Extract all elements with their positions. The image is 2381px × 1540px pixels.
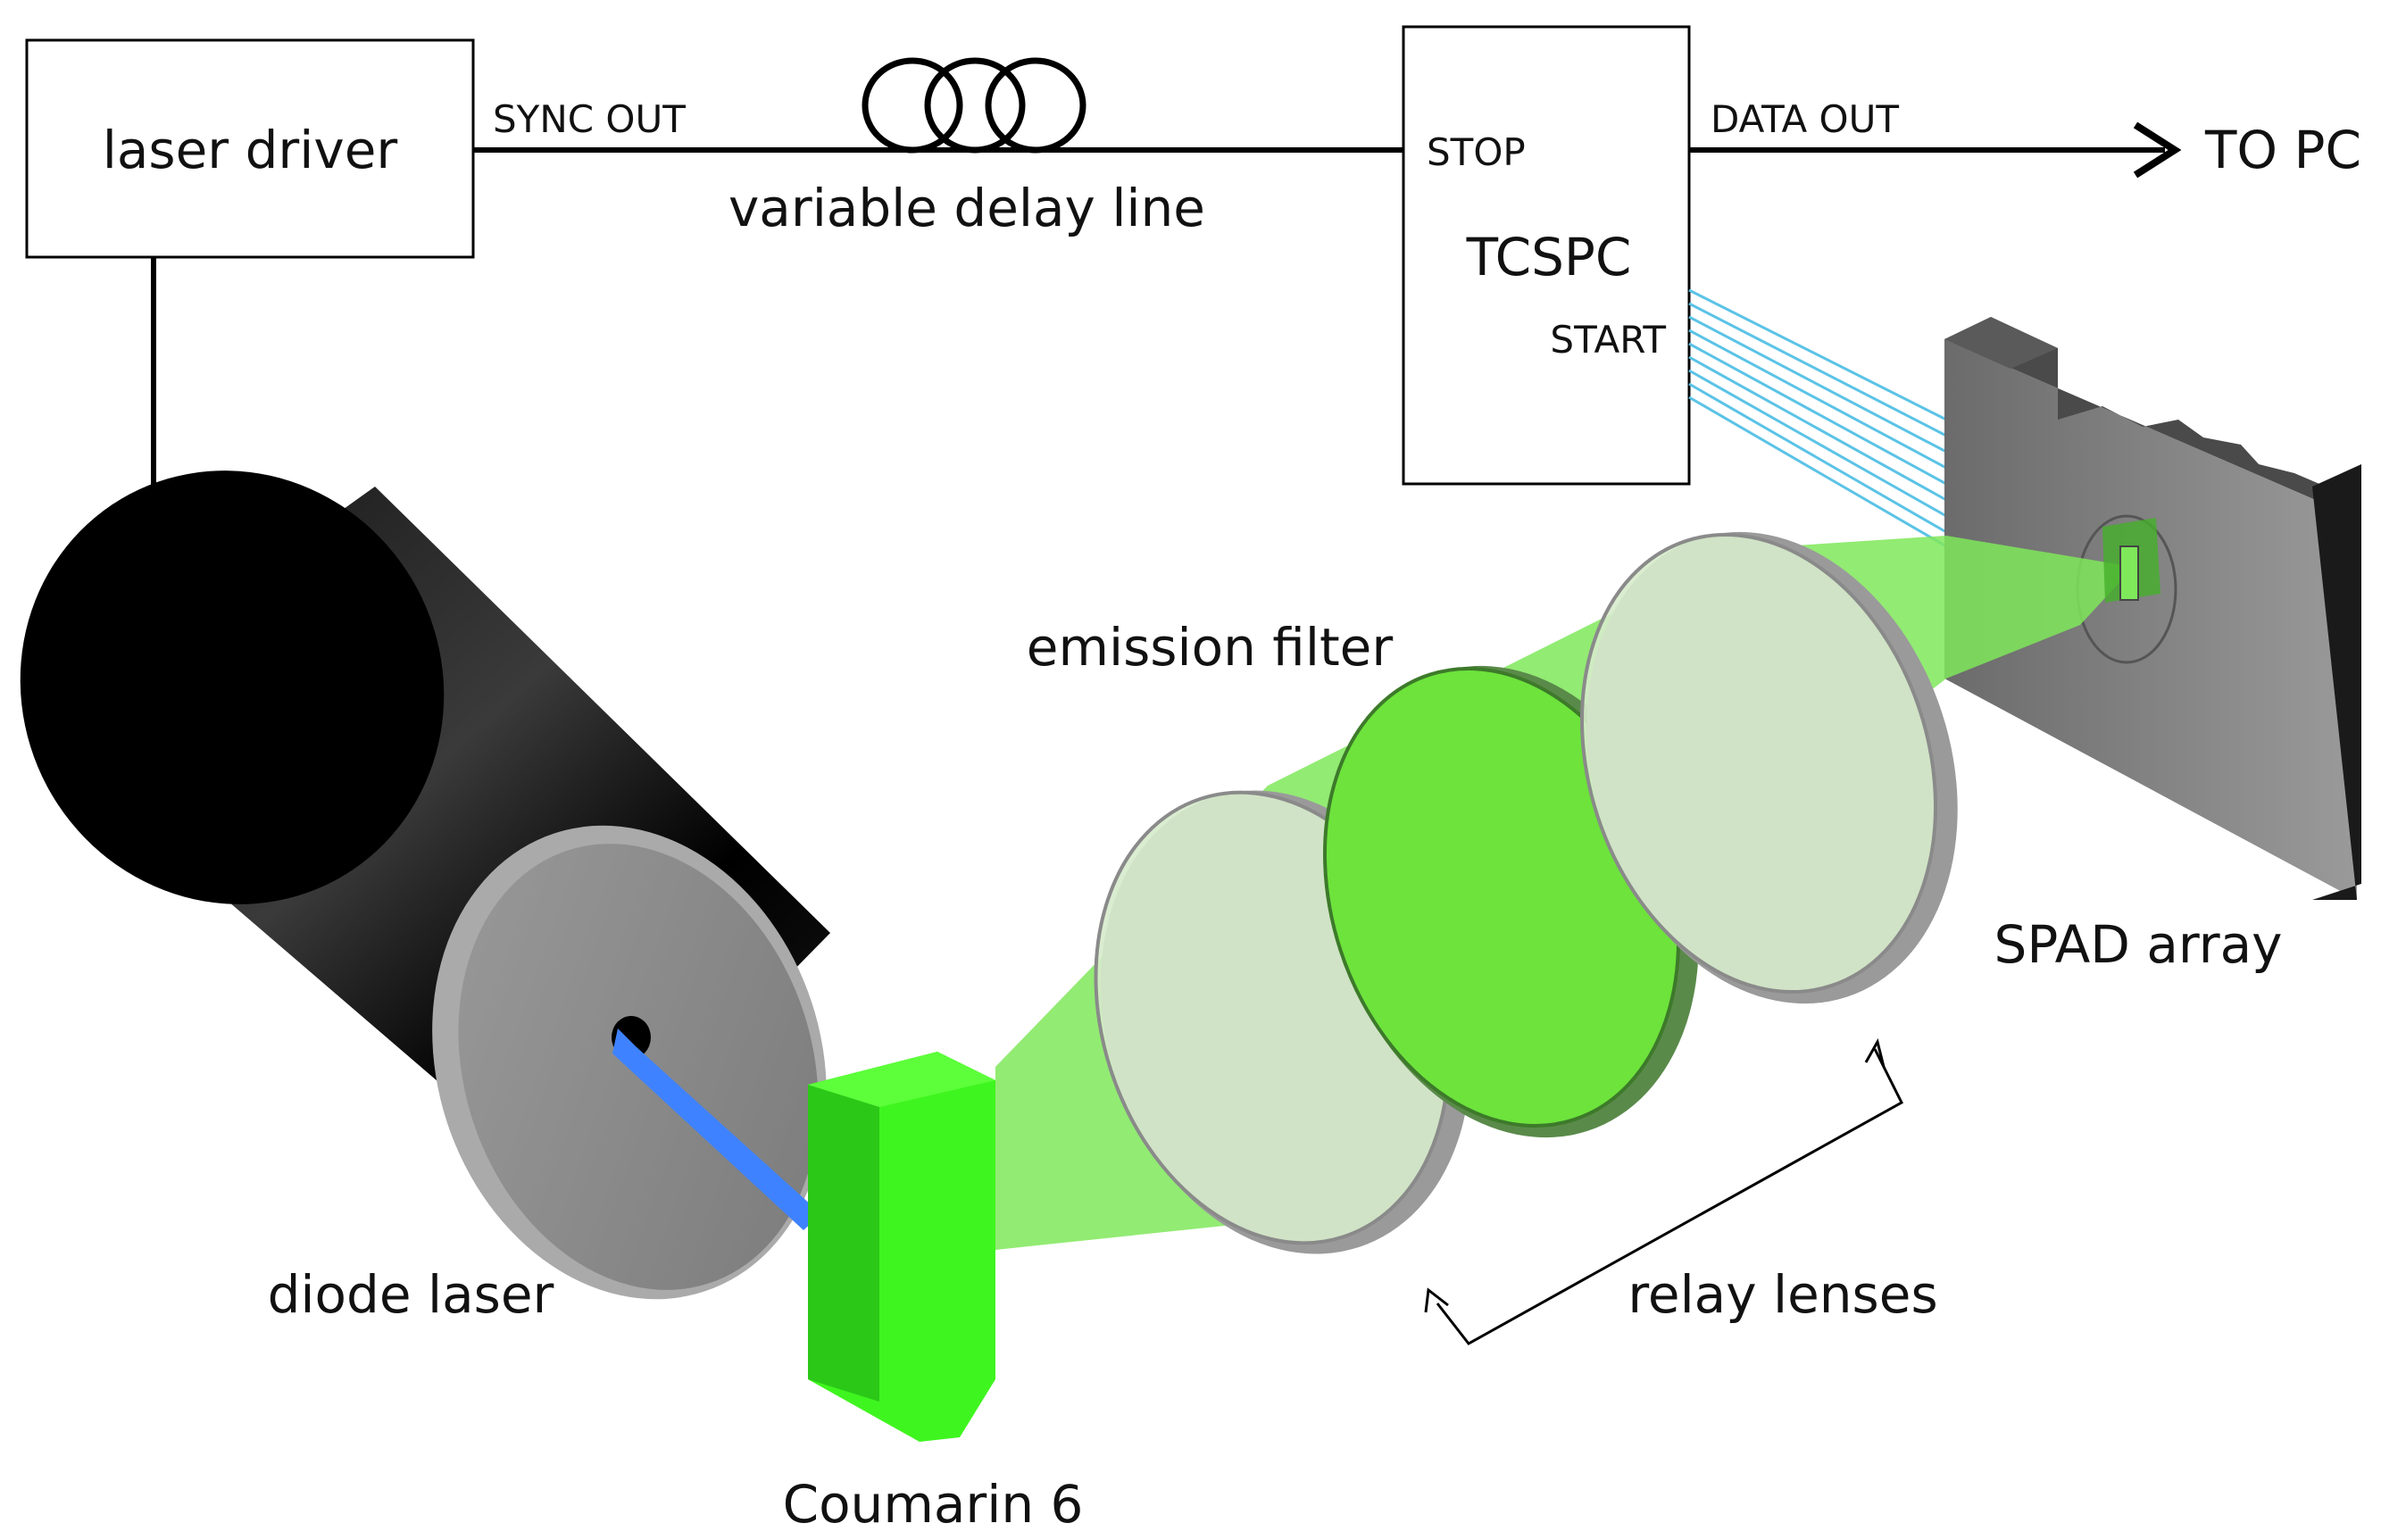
data-out-arrowhead bbox=[2133, 121, 2182, 179]
coumarin-cuvette bbox=[808, 1052, 995, 1442]
fiber-bundle bbox=[1688, 288, 1947, 548]
to-pc-label: TO PC bbox=[2204, 120, 2361, 180]
diode-laser bbox=[20, 470, 830, 1300]
data-out-label: DATA OUT bbox=[1711, 97, 1899, 141]
sync-out-label: SYNC OUT bbox=[493, 97, 686, 141]
delay-line-coil-icon bbox=[862, 57, 1086, 154]
delay-line-label: variable delay line bbox=[728, 178, 1205, 238]
spad-array-block bbox=[1944, 317, 2361, 900]
start-label: START bbox=[1550, 318, 1666, 362]
relay-lenses-arrow bbox=[1424, 1037, 1903, 1345]
relay-lenses-label: relay lenses bbox=[1628, 1264, 1937, 1325]
spad-pixel bbox=[2119, 545, 2139, 601]
stop-label: STOP bbox=[1427, 130, 1526, 174]
diode-laser-label: diode laser bbox=[268, 1264, 554, 1325]
spad-array-label: SPAD array bbox=[1994, 914, 2283, 975]
laser-driver-box bbox=[25, 38, 475, 259]
laser-driver-label: laser driver bbox=[103, 120, 398, 180]
relay-lens-right bbox=[1579, 531, 1958, 1004]
excitation-beam bbox=[612, 1028, 821, 1230]
emission-filter-label: emission filter bbox=[1027, 617, 1394, 678]
coumarin-label: Coumarin 6 bbox=[783, 1474, 1084, 1535]
tcspc-label: TCSPC bbox=[1466, 227, 1632, 287]
tcspc-box bbox=[1402, 25, 1691, 486]
